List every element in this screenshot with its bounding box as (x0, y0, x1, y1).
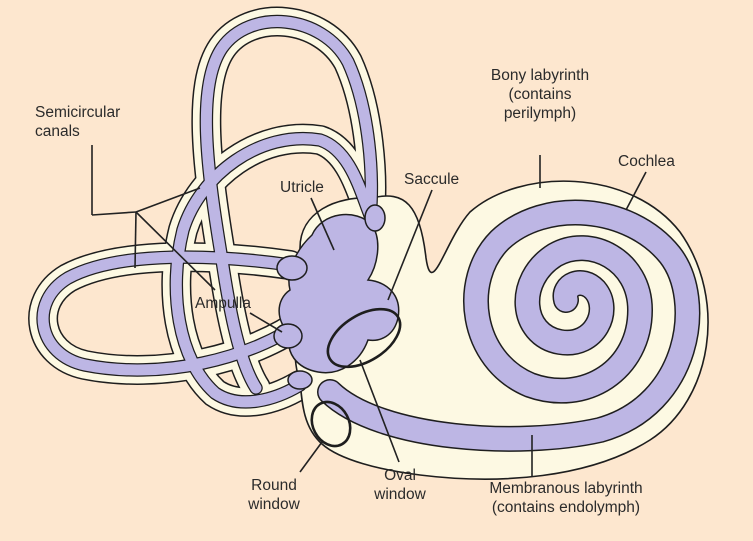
label-oval-text: Oval (368, 466, 432, 485)
label-cochlea: Cochlea (618, 152, 675, 171)
label-round-text: Round (244, 476, 304, 495)
label-window-text-2: window (368, 485, 432, 504)
label-membranous-labyrinth: Membranous labyrinth (contains endolymph… (478, 479, 654, 517)
label-membranous-line1: Membranous labyrinth (478, 479, 654, 498)
label-semicircular-text: Semicircular (35, 103, 120, 122)
label-saccule: Saccule (404, 170, 459, 189)
label-bony-line2: (contains (466, 85, 614, 104)
label-round-window: Round window (244, 476, 304, 514)
label-bony-line1: Bony labyrinth (466, 66, 614, 85)
label-window-text-1: window (244, 495, 304, 514)
label-ampulla: Ampulla (195, 294, 251, 313)
label-utricle: Utricle (280, 178, 324, 197)
label-bony-labyrinth: Bony labyrinth (contains perilymph) (466, 66, 614, 123)
label-oval-window: Oval window (368, 466, 432, 504)
label-bony-line3: perilymph) (466, 104, 614, 123)
label-canals-text: canals (35, 122, 120, 141)
label-membranous-line2: (contains endolymph) (478, 498, 654, 517)
label-semicircular-canals: Semicircular canals (35, 103, 120, 141)
